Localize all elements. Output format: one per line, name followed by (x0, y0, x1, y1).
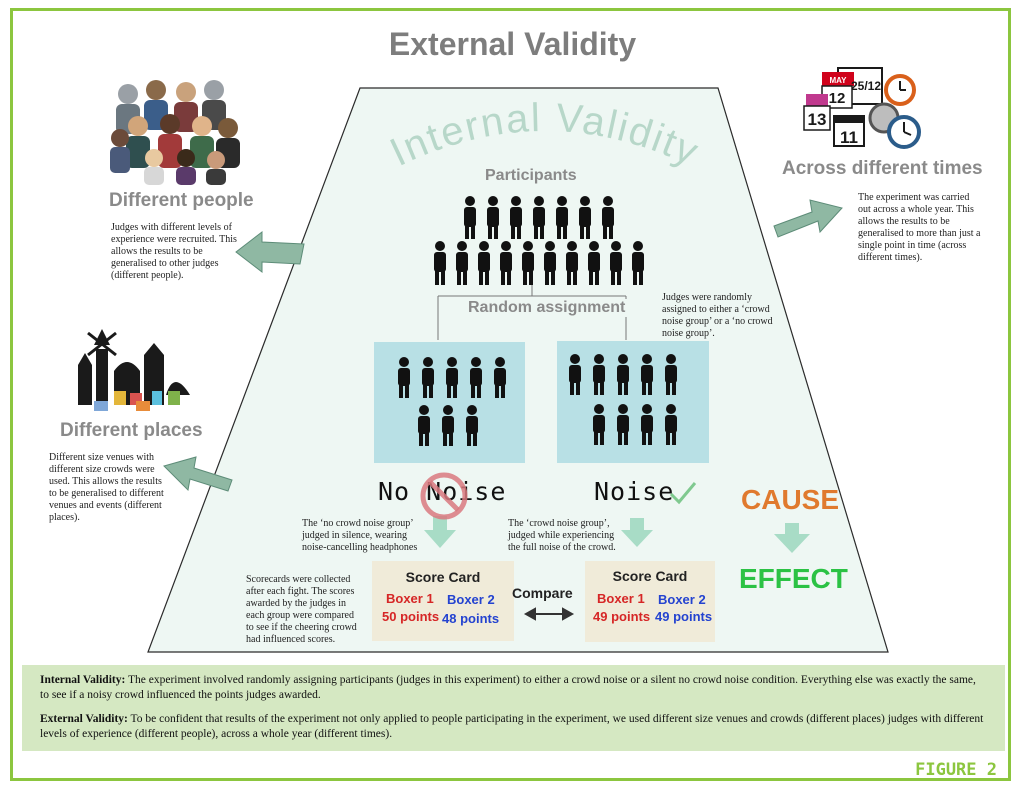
internal-validity-text: Internal Validity (383, 96, 704, 175)
summary-box: Internal Validity: The experiment involv… (22, 665, 1005, 751)
noise-group-panel (557, 341, 709, 463)
compare-arrow (523, 607, 575, 621)
noise-group-figures (569, 354, 677, 445)
no-noise-group-panel (374, 342, 525, 463)
calendar-label-12: 12 (829, 90, 846, 107)
participants-figures-top (462, 195, 622, 246)
arrow-across-times (773, 199, 843, 238)
page-title: External Validity (388, 26, 637, 62)
score-card-title: Score Card (405, 569, 481, 585)
noise-label: Noise (594, 477, 675, 506)
boxer2-points: 48 points (442, 611, 500, 626)
boxer2-points: 49 points (655, 609, 713, 624)
external-validity-summary: External Validity: To be confident that … (40, 712, 987, 742)
boxer1-points: 49 points (593, 609, 651, 624)
calendar-clock-icon: MAY 25/12 12 13 11 (803, 67, 921, 149)
random-assignment-note: Judges were randomly assigned to either … (662, 292, 773, 339)
arrow-different-places (163, 456, 233, 492)
crowd-people-icon (110, 80, 240, 185)
no-noise-group-note: The ‘no crowd noise group’ judged in sil… (302, 518, 418, 553)
effect-label: EFFECT (739, 563, 848, 594)
internal-validity-arc-label: Internal Validity (383, 96, 706, 175)
arrow-different-people (235, 230, 305, 274)
calendar-label-2512: 25/12 (851, 79, 881, 93)
prohibited-icon (420, 472, 468, 520)
external-validity-text: To be confident that results of the expe… (40, 713, 984, 740)
different-people-heading: Different people (109, 190, 254, 211)
boxer2-label: Boxer 2 (658, 592, 706, 607)
down-arrow-left (424, 516, 456, 548)
boxer2-label: Boxer 2 (447, 592, 495, 607)
compare-label: Compare (512, 585, 573, 601)
participants-label: Participants (485, 167, 577, 184)
score-card-title: Score Card (612, 568, 688, 584)
boxer1-label: Boxer 1 (386, 591, 434, 606)
figure-frame (10, 8, 1011, 781)
different-places-heading: Different places (60, 420, 203, 441)
checkmark-icon (669, 482, 697, 505)
scorecard-note: Scorecards were collected after each fig… (246, 574, 357, 645)
participants-figures-bottom (432, 240, 652, 293)
calendar-label-13: 13 (808, 110, 827, 129)
svg-text:Internal Validity: Internal Validity (383, 96, 706, 175)
different-people-note: Judges with different levels of experien… (111, 222, 237, 281)
noise-group-note: The ‘crowd noise group’, judged while ex… (508, 518, 616, 553)
down-arrow-cause (774, 523, 810, 553)
boxer1-points: 50 points (382, 609, 440, 624)
figure-label: FIGURE 2 (915, 760, 997, 780)
external-validity-term: External Validity: (40, 713, 128, 725)
internal-validity-summary: Internal Validity: The experiment involv… (40, 673, 987, 703)
score-card-noise: Score Card Boxer 1 Boxer 2 49 points 49 … (585, 561, 715, 642)
score-card-no-noise: Score Card Boxer 1 Boxer 2 50 points 48 … (372, 561, 514, 641)
no-noise-group-figures (398, 357, 506, 446)
cause-label: CAUSE (741, 484, 840, 515)
assignment-bracket (437, 272, 627, 340)
down-arrow-right (621, 518, 653, 547)
internal-validity-term: Internal Validity: (40, 674, 126, 686)
different-places-note: Different size venues with different siz… (49, 452, 164, 523)
internal-validity-text: The experiment involved randomly assigni… (40, 674, 976, 701)
calendar-label-11: 11 (840, 128, 858, 147)
across-times-heading: Across different times (782, 158, 983, 179)
across-times-note: The experiment was carried out across a … (858, 192, 981, 263)
calendar-label-may: MAY (829, 76, 847, 85)
random-assignment-label: Random assignment (464, 299, 630, 317)
landmarks-icon (78, 329, 190, 411)
boxer1-label: Boxer 1 (597, 591, 645, 606)
